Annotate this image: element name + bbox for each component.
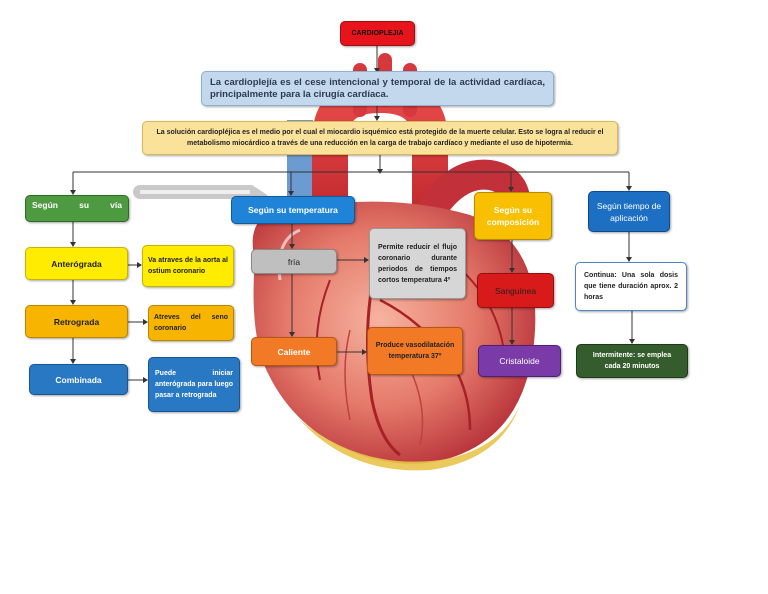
caliente-label: Caliente xyxy=(277,346,311,357)
time-branch-label: Según tiempo de aplicación xyxy=(596,200,662,223)
caliente-desc: Produce vasodilatación temperatura 37º xyxy=(375,342,455,360)
solution-text: La solución cardiopléjica es el medio po… xyxy=(156,129,604,147)
intermitente-label: Intermitente: se emplea cada 20 minutos xyxy=(592,352,672,370)
fria-label: fría xyxy=(287,256,301,267)
combinada-desc: Puede iniciar anterógrada para luego pas… xyxy=(155,370,233,399)
combinada-desc-box: Puede iniciar anterógrada para luego pas… xyxy=(148,357,240,412)
temperature-branch-label: Según su temperatura xyxy=(248,205,338,215)
retrograda-desc: Atreves del seno coronario xyxy=(154,314,228,332)
via-branch-box: Según su vía xyxy=(25,195,129,222)
fria-desc: Permite reducir el flujo coronario duran… xyxy=(378,243,457,284)
sanguinea-box: Sanguínea xyxy=(477,273,554,308)
continua-label: Continua: Una sola dosis que tiene durac… xyxy=(584,272,678,301)
cristaloide-box: Cristaloide xyxy=(478,345,561,377)
caliente-desc-box: Produce vasodilatación temperatura 37º xyxy=(367,327,463,375)
composition-branch-label: Según su composición xyxy=(486,205,540,227)
anterograda-desc-box: Va atraves de la aorta al ostium coronar… xyxy=(142,245,234,287)
intermitente-box: Intermitente: se emplea cada 20 minutos xyxy=(576,344,688,378)
retrograda-desc-box: Atreves del seno coronario xyxy=(148,305,234,341)
cristaloide-label: Cristaloide xyxy=(499,356,540,366)
composition-branch-box: Según su composición xyxy=(474,192,552,240)
title-text: CARDIOPLEJIA xyxy=(351,30,404,37)
continua-box: Continua: Una sola dosis que tiene durac… xyxy=(575,262,687,311)
solution-box: La solución cardiopléjica es el medio po… xyxy=(142,121,618,155)
fria-desc-box: Permite reducir el flujo coronario duran… xyxy=(369,228,466,299)
via-branch-label: Según su vía xyxy=(32,200,122,210)
retrograda-box: Retrograda xyxy=(25,305,128,338)
retrograda-label: Retrograda xyxy=(53,316,100,327)
combinada-label: Combinada xyxy=(55,374,102,385)
anterograda-box: Anterógrada xyxy=(25,247,128,280)
temperature-branch-box: Según su temperatura xyxy=(231,196,355,224)
anterograda-label: Anterógrada xyxy=(51,258,102,269)
sanguinea-label: Sanguínea xyxy=(494,285,537,296)
fria-box: fría xyxy=(251,249,337,274)
caliente-box: Caliente xyxy=(251,337,337,366)
title-box: CARDIOPLEJIA xyxy=(340,21,415,46)
definition-text: La cardioplejía es el cese intencional y… xyxy=(210,76,545,100)
combinada-box: Combinada xyxy=(29,364,128,395)
anterograda-desc: Va atraves de la aorta al ostium coronar… xyxy=(148,257,228,275)
time-branch-box: Según tiempo de aplicación xyxy=(588,191,670,232)
definition-box: La cardioplejía es el cese intencional y… xyxy=(201,71,554,106)
